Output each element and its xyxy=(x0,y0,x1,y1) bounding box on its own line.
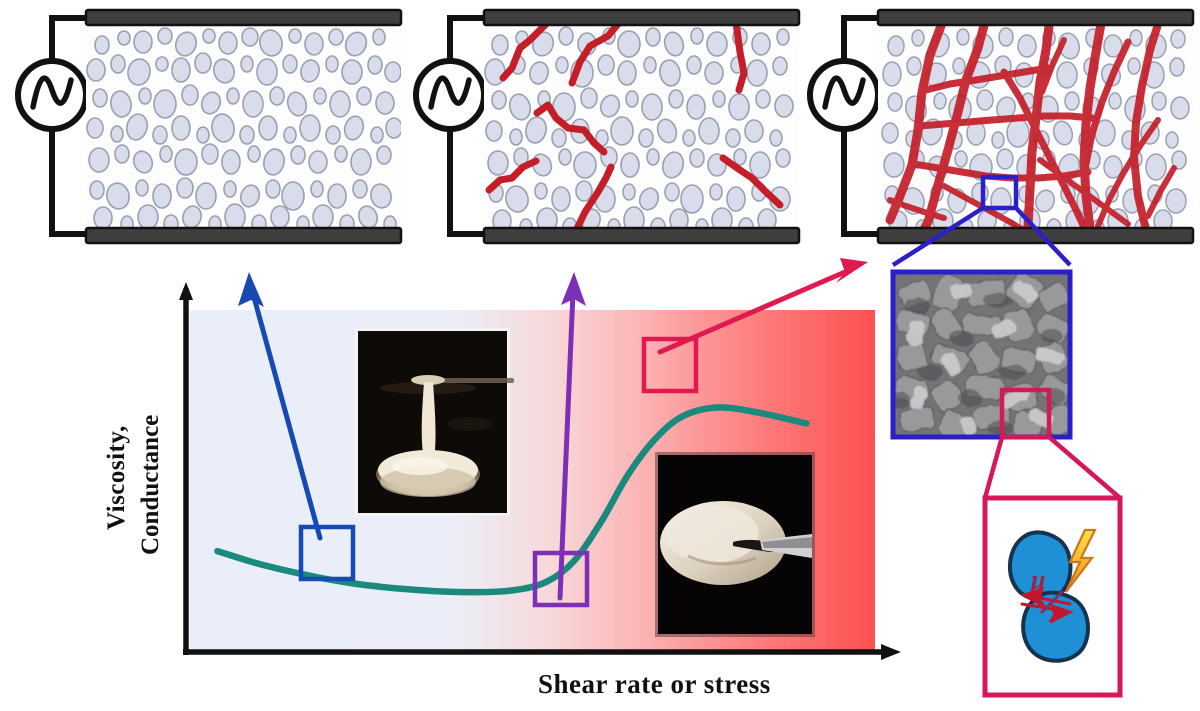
y-axis-label-line1: Viscosity, xyxy=(103,425,130,530)
lightning-bolt-icon xyxy=(1065,528,1097,593)
sem-source-box xyxy=(980,174,1019,211)
panel-partial xyxy=(413,8,801,245)
arrow-to-panel-percolated xyxy=(657,258,868,355)
sem-micrograph xyxy=(890,269,1073,440)
sem-border xyxy=(890,269,1073,440)
electrode-bottom-2 xyxy=(482,226,801,245)
electrode-top-1 xyxy=(84,8,403,27)
ac-circuit-panel-2 xyxy=(413,15,487,237)
zoom-callout-contact xyxy=(982,435,1122,500)
y-axis-label-line2: Conductance xyxy=(137,415,164,555)
callout-arrows xyxy=(238,258,868,601)
photo-liquid-pour xyxy=(355,328,514,516)
ac-circuit-panel-1 xyxy=(15,15,89,237)
friction-coefficient-symbol: μ xyxy=(1029,565,1045,594)
electrode-top-2 xyxy=(482,8,801,27)
suspension-region-1 xyxy=(86,14,401,236)
arrow-to-panel-partial xyxy=(557,272,586,601)
shear-thinning-marker xyxy=(298,524,356,582)
y-axis-label: Viscosity, Conductance xyxy=(103,415,164,555)
suspension-region-3 xyxy=(878,14,1193,236)
conductive-chains-2 xyxy=(485,17,784,236)
photo-solid-poke xyxy=(655,452,815,637)
panel-dilute xyxy=(15,8,403,245)
electrode-top-3 xyxy=(876,8,1195,27)
sem-highlight-box xyxy=(999,387,1052,440)
frictional-contact-diagram: μ xyxy=(982,495,1123,698)
x-axis-label: Shear rate or stress xyxy=(538,669,771,699)
friction-arrows-icon xyxy=(1020,586,1074,624)
electrode-bottom-1 xyxy=(84,226,403,245)
shear-thickening-marker xyxy=(641,336,699,394)
arrow-to-panel-dilute xyxy=(238,272,323,541)
particles-2 xyxy=(484,26,794,236)
y-axis-arrow-icon xyxy=(179,282,193,300)
ac-circuit-panel-3 xyxy=(807,15,881,237)
zoom-callout-sem xyxy=(891,174,1072,267)
x-axis-arrow-icon xyxy=(881,644,901,660)
suspension-region-2 xyxy=(484,14,799,236)
panel-percolated xyxy=(807,8,1195,245)
plot-area: Viscosity, Conductance Shear rate or str… xyxy=(103,282,901,699)
